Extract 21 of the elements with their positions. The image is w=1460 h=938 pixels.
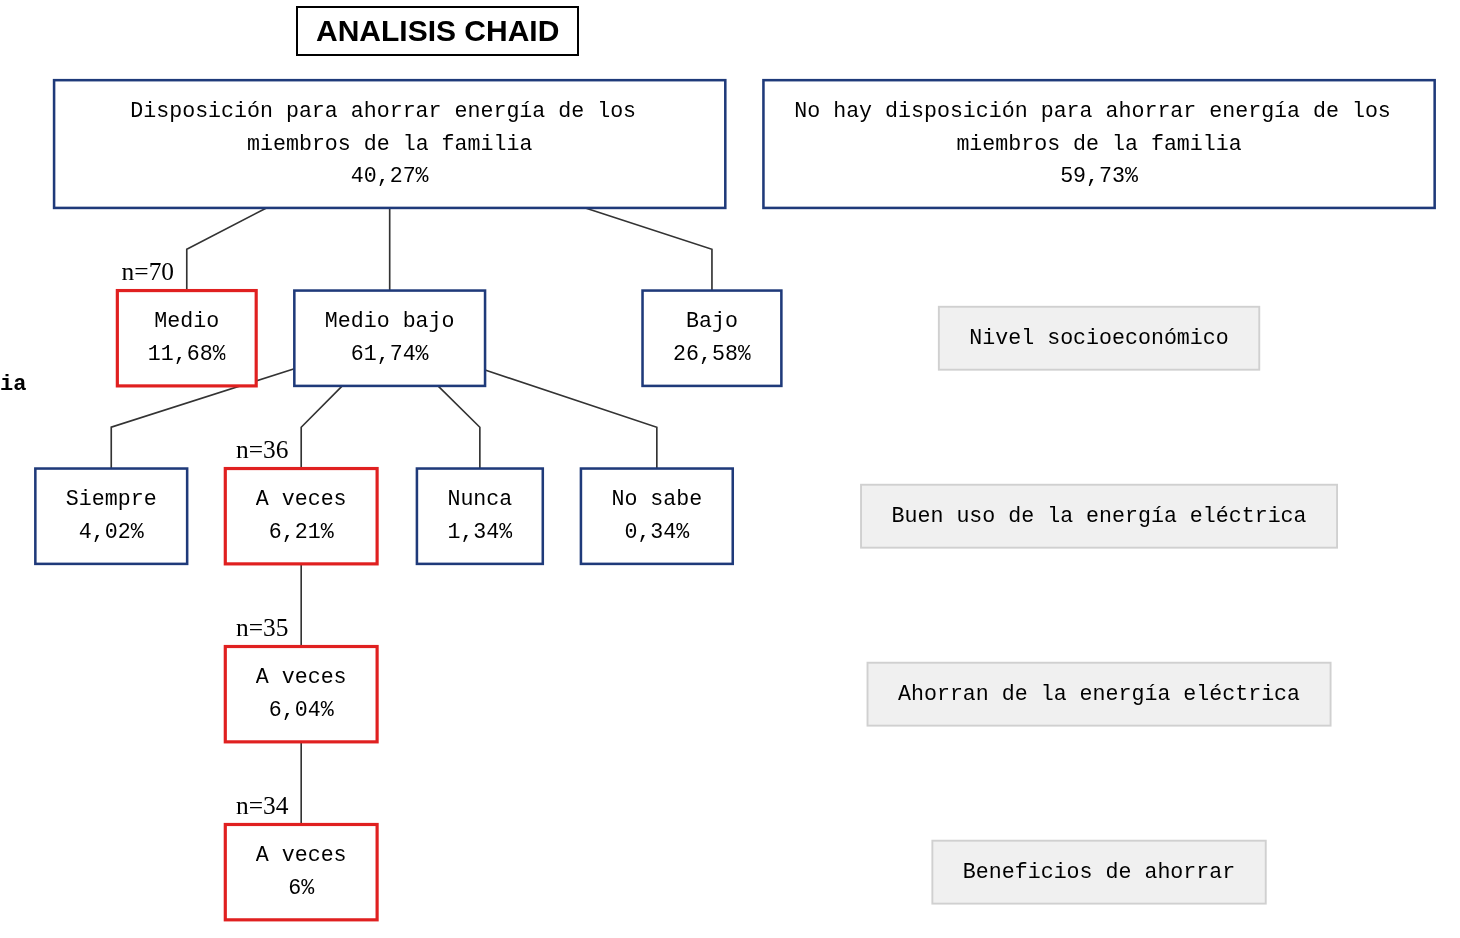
node-box: Beneficios de ahorrar	[931, 839, 1267, 905]
sample-size-label: n=34	[236, 791, 289, 820]
sample-size-label: n=36	[236, 435, 289, 464]
node-box: Siempre 4,02%	[34, 467, 189, 566]
node-box: Disposición para ahorrar energía de los miembros de la familia 40,27%	[52, 78, 727, 210]
sample-size-label: n=70	[121, 257, 175, 286]
node-box: Nunca 1,34%	[415, 467, 545, 566]
cut-off-text: ia	[0, 372, 27, 397]
node-box: Medio 11,68%	[115, 288, 258, 388]
title: ANALISIS CHAID	[296, 6, 580, 56]
sample-size-label: n=35	[236, 613, 289, 642]
node-box: Buen uso de la energía eléctrica	[860, 483, 1338, 549]
node-box: Ahorran de la energía eléctrica	[866, 661, 1332, 727]
node-box: A veces 6,21%	[223, 466, 379, 566]
node-box: Bajo 26,58%	[641, 289, 783, 388]
node-box: No hay disposición para ahorrar energía de los miembros de la familia 59,73%	[762, 78, 1436, 210]
node-box: A veces 6,04%	[223, 644, 379, 744]
node-box: Nivel socioeconómico	[937, 305, 1261, 371]
node-box: Medio bajo 61,74%	[293, 289, 487, 388]
node-box: A veces 6%	[223, 822, 379, 922]
node-box: No sabe 0,34%	[579, 467, 734, 566]
